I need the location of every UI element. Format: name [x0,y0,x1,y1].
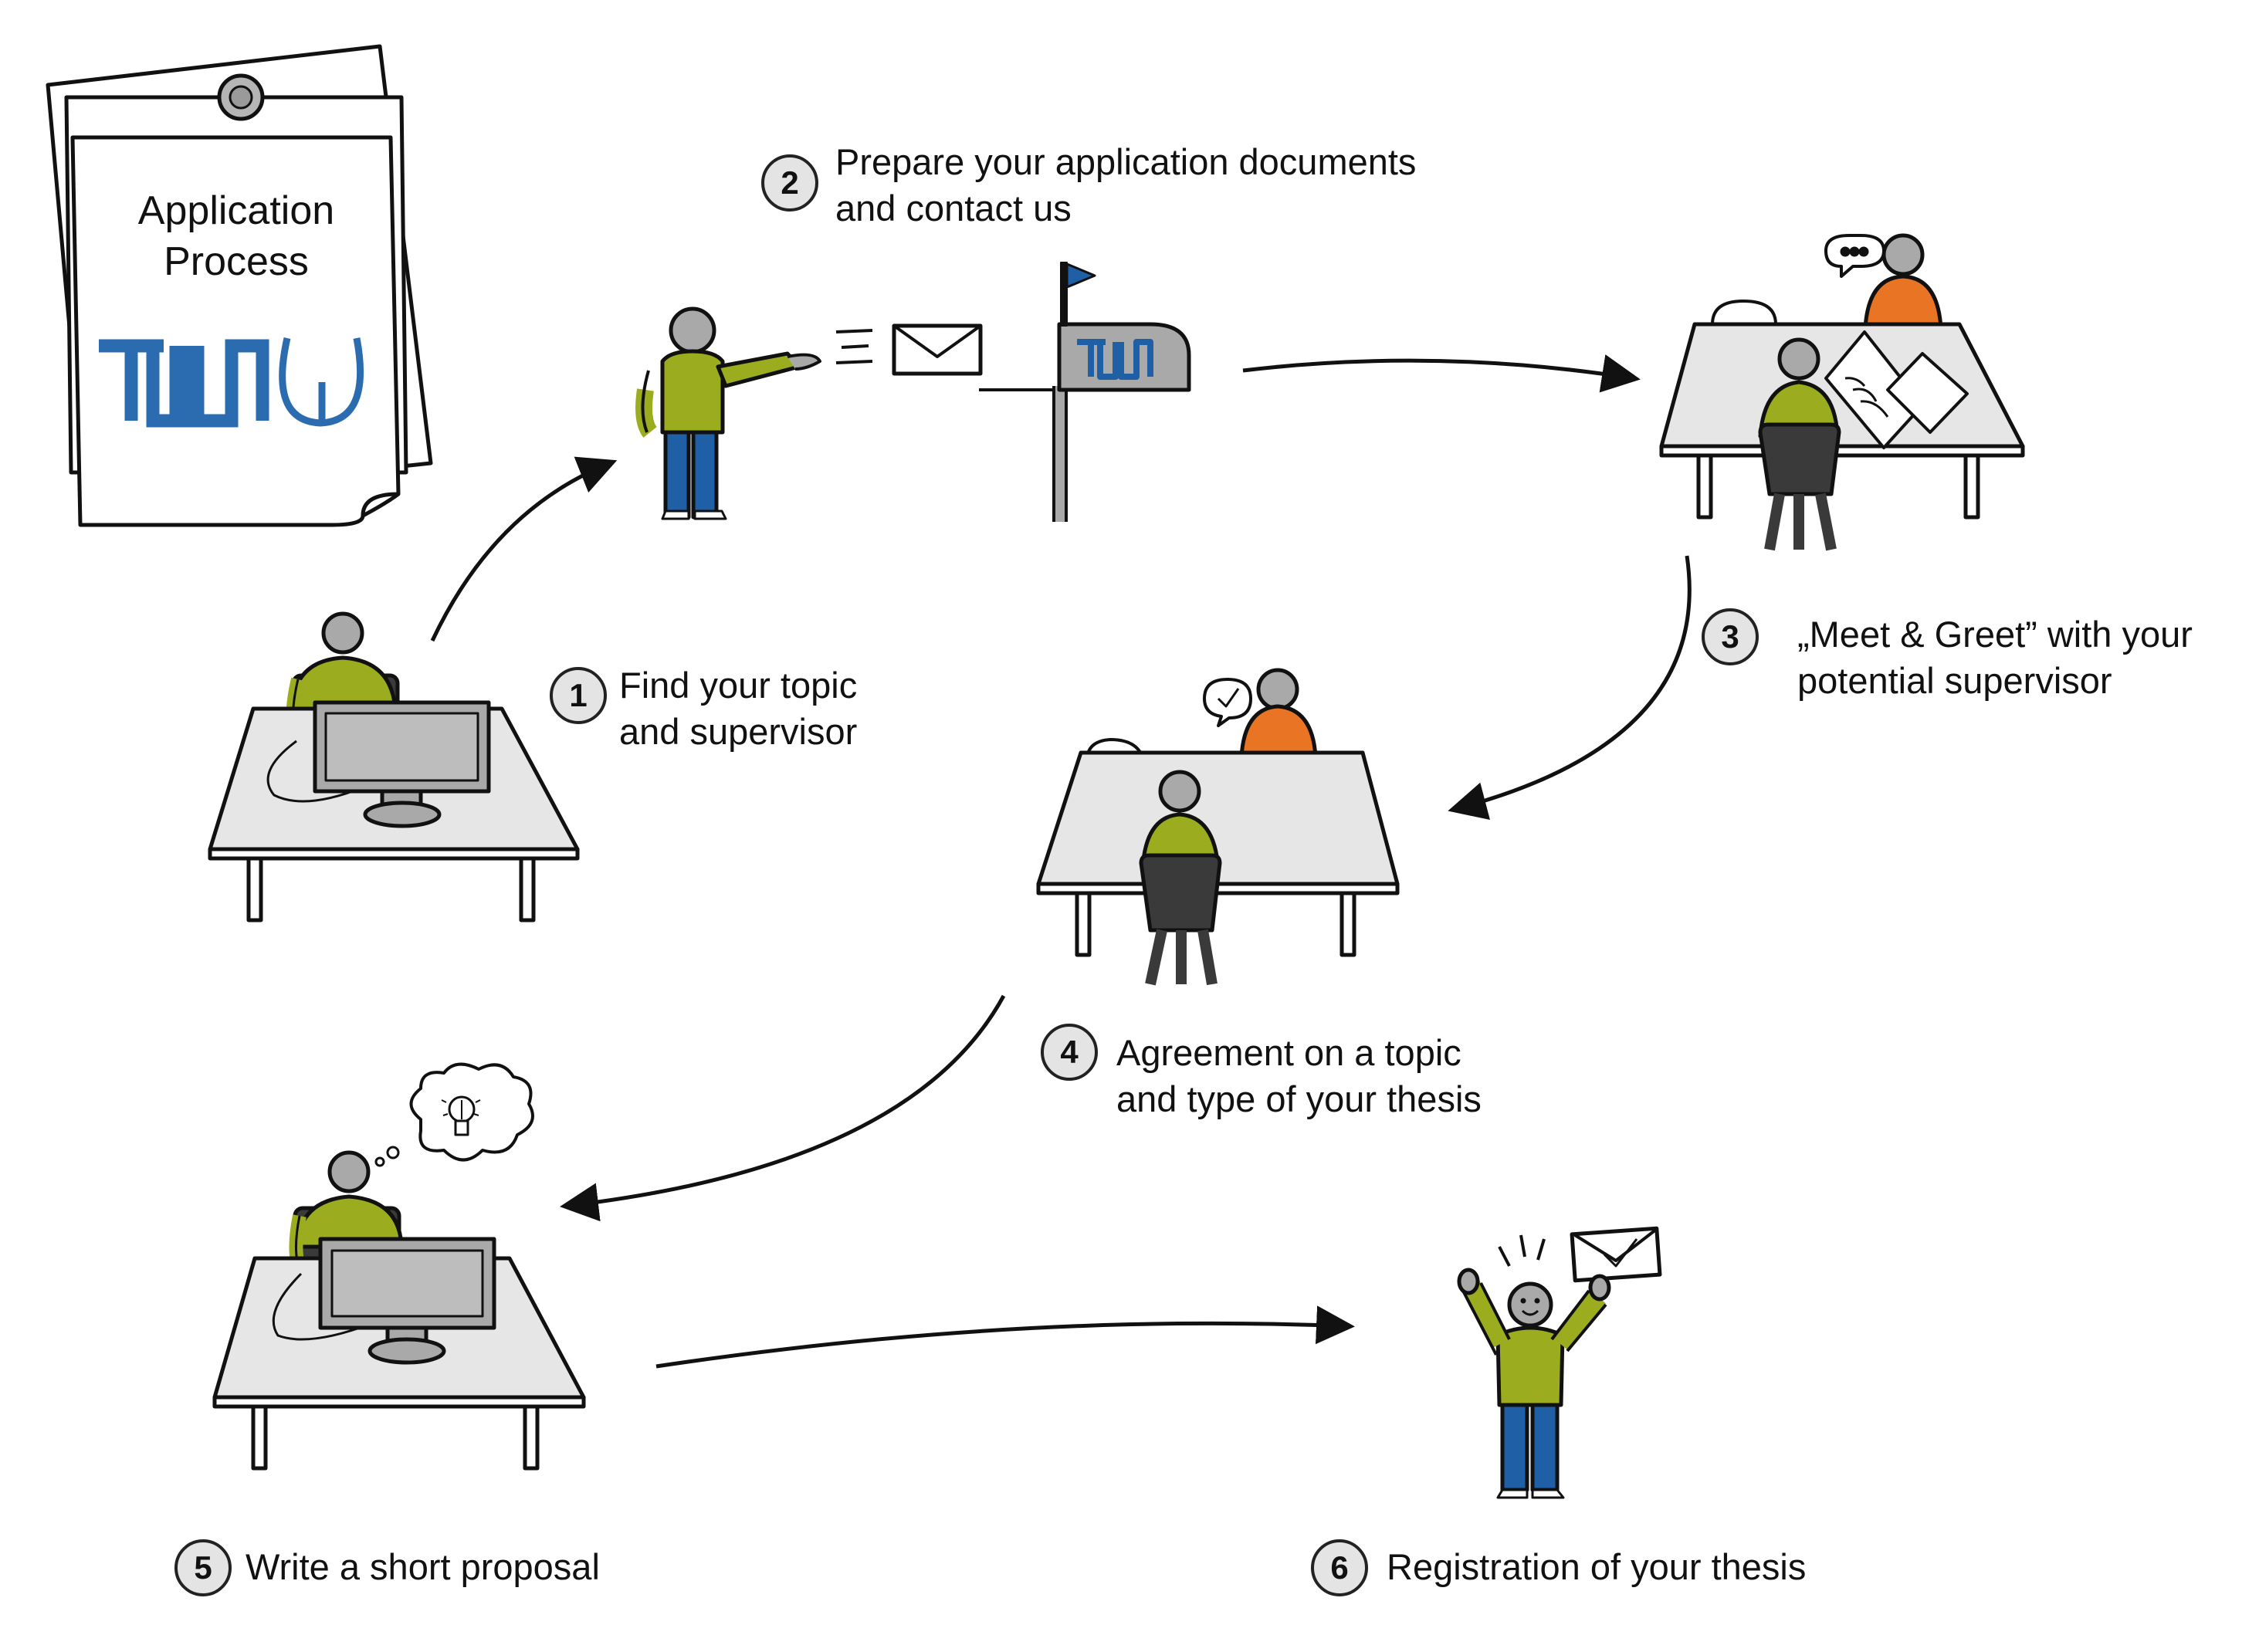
card-title: Application Process [82,185,391,287]
scene-agreement [1036,668,1400,986]
person-head-icon [327,1150,371,1193]
step-3-line2: potential supervisor [1797,660,2112,701]
document-icon [1824,330,1969,449]
card-title-line1: Application [137,188,335,233]
arrow-2-to-3 [1242,354,1641,393]
arrow-1-to-2 [430,456,618,642]
step-4-badge: 4 [1041,1024,1098,1081]
card-title-line2: Process [164,239,309,284]
person-head-icon [1256,668,1299,711]
envelope-icon [892,323,983,376]
person-head-icon [1158,770,1201,813]
checkmark-bubble-icon [1203,678,1252,727]
smiling-person-head-icon [1507,1281,1553,1328]
speech-bubble-icon [1824,234,1885,278]
step-4-line1: Agreement on a topic [1116,1032,1461,1073]
step-1-badge: 1 [550,667,607,724]
step-1-line2: and supervisor [619,711,858,752]
envelope-check-icon [1570,1226,1662,1283]
step-2-badge: 2 [761,154,818,212]
arrow-5-to-6 [655,1305,1355,1369]
flow-arrows [430,354,1692,1369]
scene-meet-greet [1659,233,2025,551]
step-5-label: Write a short proposal [246,1546,600,1587]
tum-logo-icon [99,337,364,428]
lightbulb-thought-icon [409,1062,534,1162]
step-1-label: Find your topic and supervisor [619,662,857,755]
step-4-line2: and type of your thesis [1116,1078,1482,1119]
step-4-label: Agreement on a topic and type of your th… [1116,1030,1482,1122]
step-1-line1: Find your topic [619,665,858,706]
step-3-badge: 3 [1702,608,1759,665]
step-2-label: Prepare your application documents and c… [835,139,1416,232]
step-2-line2: and contact us [835,188,1072,229]
person-head-icon [1881,233,1925,276]
scene-find-topic [208,611,580,922]
arrow-4-to-5 [560,994,1006,1222]
person-head-icon [321,611,364,655]
scene-write-proposal [212,1062,586,1471]
scene-registration [1457,1226,1662,1499]
step-6-badge: 6 [1311,1539,1368,1596]
arrow-3-to-4 [1448,555,1692,821]
person-head-icon [669,306,716,354]
step-3-line1: „Meet & Greet” with your [1797,614,2193,655]
step-3-label: „Meet & Greet” with your potential super… [1797,611,2193,704]
step-2-line1: Prepare your application documents [835,141,1417,182]
application-process-card [46,44,433,527]
mailbox-icon [979,262,1191,522]
step-5-badge: 5 [174,1539,232,1596]
scene-send-application [635,262,1191,522]
step-6-label: Registration of your thesis [1387,1546,1807,1587]
person-head-icon [1777,337,1820,381]
